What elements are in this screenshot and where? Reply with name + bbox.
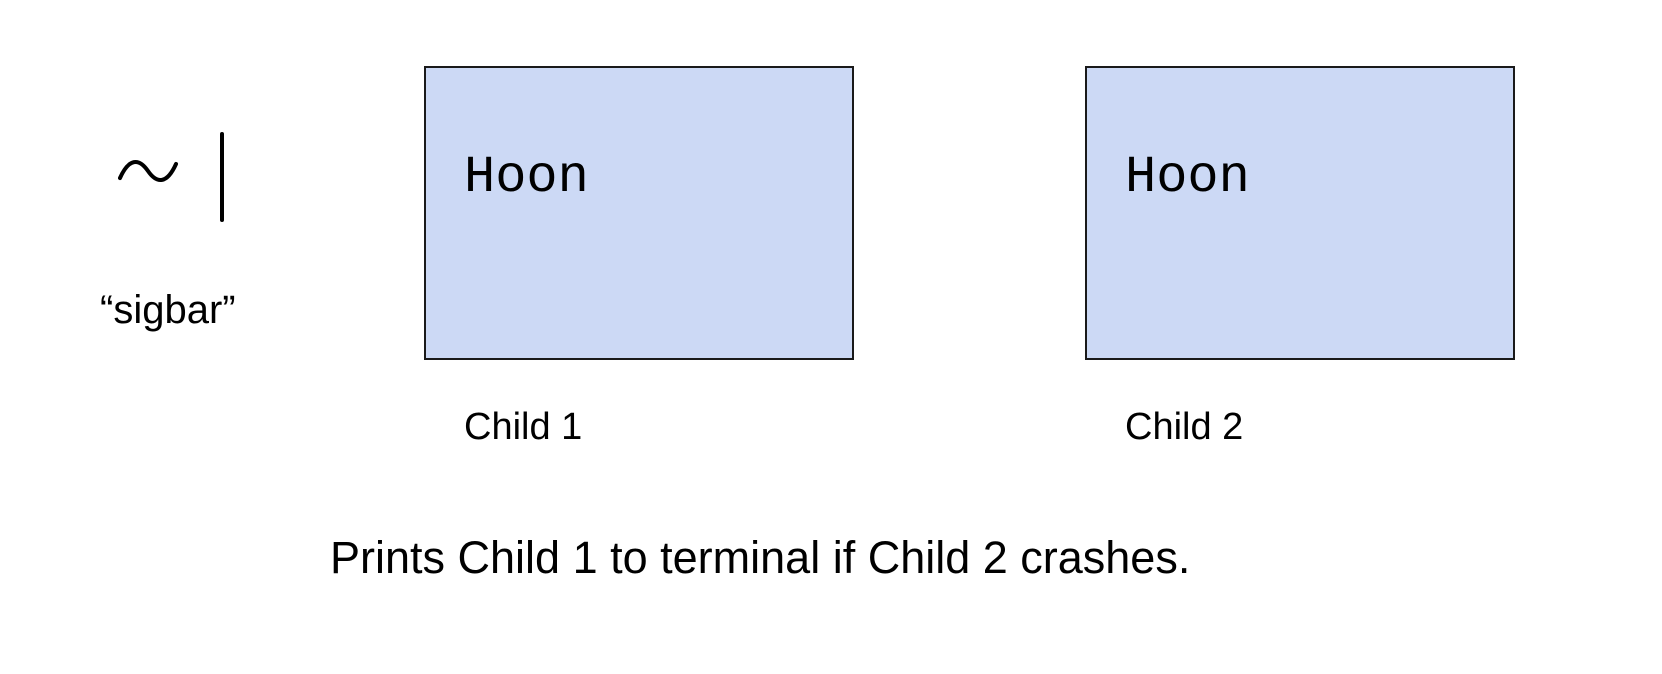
caption: Prints Child 1 to terminal if Child 2 cr… [330,532,1191,583]
child-2-box: Hoon [1085,66,1515,360]
child-1-box: Hoon [424,66,854,360]
child-1-label: Child 1 [464,406,583,448]
child-1-code: Hoon [464,148,589,207]
sig-bar-rune-icon [118,128,228,224]
rune-name-label: “sigbar” [100,288,236,332]
child-2-label: Child 2 [1125,406,1244,448]
child-2-code: Hoon [1125,148,1250,207]
